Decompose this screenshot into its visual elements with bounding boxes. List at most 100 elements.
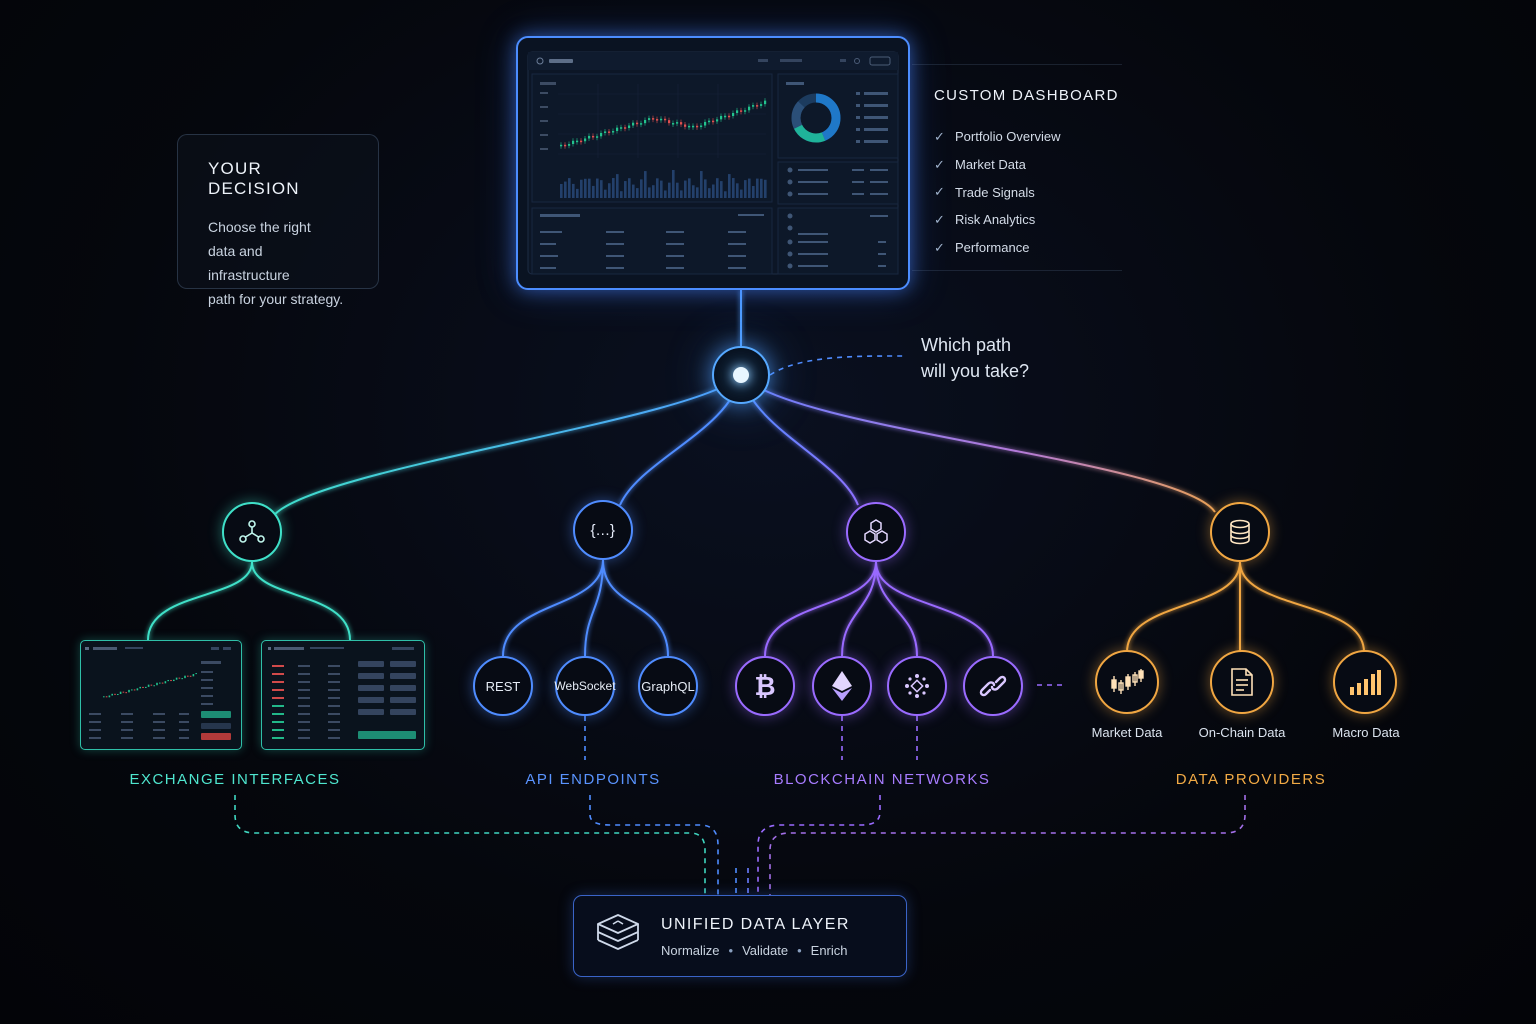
dash-volume-bar [656, 178, 659, 198]
dash-volume-bar [612, 178, 615, 198]
orderbook-total [328, 673, 340, 675]
orderbook-size [298, 697, 310, 699]
bitcoin-icon: ₿ [754, 670, 776, 701]
blockchain-node[interactable] [846, 502, 906, 562]
dash-candle [564, 144, 567, 147]
dash-volume-bar [736, 183, 739, 198]
dash-volume-bar [712, 184, 715, 198]
decision-line-2: data and infrastructure [208, 243, 290, 283]
dash-candle [704, 121, 707, 126]
dash-candle [668, 120, 671, 124]
orderbook-price [272, 729, 284, 731]
exch-candle [103, 696, 105, 698]
chain-link-node[interactable] [963, 656, 1023, 716]
exch-candle [167, 679, 169, 682]
database-icon [1230, 519, 1250, 545]
dash-candle [628, 125, 631, 128]
exch-candle [128, 689, 130, 693]
dash-candle [736, 110, 739, 113]
market-data-node[interactable] [1095, 650, 1159, 714]
dash-candle [648, 118, 651, 120]
api-rest-node[interactable]: REST [473, 656, 533, 716]
unified-data-layer[interactable]: UNIFIED DATA LAYER Normalize•Validate•En… [573, 895, 907, 977]
exchange-interface-preview-2[interactable] [261, 640, 425, 750]
check-icon: ✓ [934, 128, 945, 144]
dash-candle [712, 120, 715, 123]
orderbook-total [328, 729, 340, 731]
exch-candle [108, 695, 111, 698]
providers-node[interactable] [1210, 502, 1270, 562]
unified-title: UNIFIED DATA LAYER [661, 916, 850, 933]
exch-candle [142, 686, 144, 688]
dashboard-preview [527, 51, 899, 275]
decision-card: YOUR DECISION Choose the right data and … [177, 134, 379, 307]
api-websocket-node[interactable]: WebSocket [554, 656, 616, 716]
api-graphql-label: GraphQL [641, 678, 695, 694]
dash-candle [708, 120, 711, 123]
dash-volume-bar [720, 181, 723, 198]
separator-dot: • [728, 943, 734, 958]
dash-candle [568, 144, 571, 146]
api-graphql-node[interactable]: GraphQL [638, 656, 698, 716]
feature-item: ✓Trade Signals [934, 184, 1035, 200]
exch-candle [192, 674, 195, 677]
api-endpoints-label: API ENDPOINTS [525, 771, 661, 788]
unified-steps: Normalize•Validate•Enrich [661, 943, 848, 958]
dash-candle [732, 112, 735, 117]
orderbook-total [328, 721, 340, 723]
candlestick-icon [1111, 669, 1144, 694]
dash-candle [632, 122, 635, 126]
dash-candle [596, 136, 599, 138]
network-node[interactable] [887, 656, 947, 716]
onchain-data-node[interactable] [1210, 650, 1274, 714]
exch-candle [156, 682, 158, 686]
macro-data-label: Macro Data [1332, 725, 1400, 740]
check-icon: ✓ [934, 184, 945, 200]
exch-candle [189, 675, 192, 677]
wire-api-websocket [584, 559, 604, 657]
exchange-interface-preview-1[interactable] [80, 640, 242, 750]
wire-chain-eth [841, 561, 877, 657]
dash-candle [676, 122, 679, 124]
dash-candle [724, 115, 727, 118]
orderbook-total [328, 697, 340, 699]
check-icon: ✓ [934, 156, 945, 172]
dash-candle [624, 127, 627, 129]
ethereum-node[interactable] [812, 656, 872, 716]
exch-candle [111, 693, 113, 696]
orderbook-price [272, 713, 284, 715]
hub-core [733, 367, 749, 383]
central-hub-node[interactable] [712, 346, 770, 404]
exch-candle [122, 691, 125, 693]
exchange-node[interactable] [222, 502, 282, 562]
orderbook-price [272, 665, 284, 667]
dash-volume-bar [760, 178, 763, 198]
dash-candle [572, 140, 575, 145]
exch-candle [164, 681, 167, 684]
dash-volume-bar [676, 182, 679, 198]
layers-icon [597, 914, 639, 950]
exch-candle [150, 684, 153, 686]
document-icon [1231, 668, 1253, 696]
bitcoin-node[interactable]: ₿ [735, 656, 795, 716]
orderbook-price [272, 705, 284, 707]
data-providers-label: DATA PROVIDERS [1175, 771, 1327, 788]
flow-chain-unified [757, 795, 881, 895]
dashboard-mockup [516, 36, 910, 290]
dash-candle [700, 125, 703, 128]
orderbook-total [328, 737, 340, 739]
dash-volume-bar [624, 181, 627, 198]
macro-data-node[interactable] [1333, 650, 1397, 714]
orderbook-total [328, 689, 340, 691]
dash-volume-bar [648, 187, 651, 198]
dash-candle [652, 118, 655, 120]
exch-candle [136, 688, 139, 691]
flow-exchange-unified [234, 795, 706, 895]
orderbook-total [328, 665, 340, 667]
separator-dot: • [797, 943, 802, 958]
orderbook-size [298, 681, 310, 683]
wire-api-graphql [602, 559, 669, 657]
dash-volume-bar [756, 178, 759, 198]
api-node[interactable]: {...} [573, 500, 633, 560]
